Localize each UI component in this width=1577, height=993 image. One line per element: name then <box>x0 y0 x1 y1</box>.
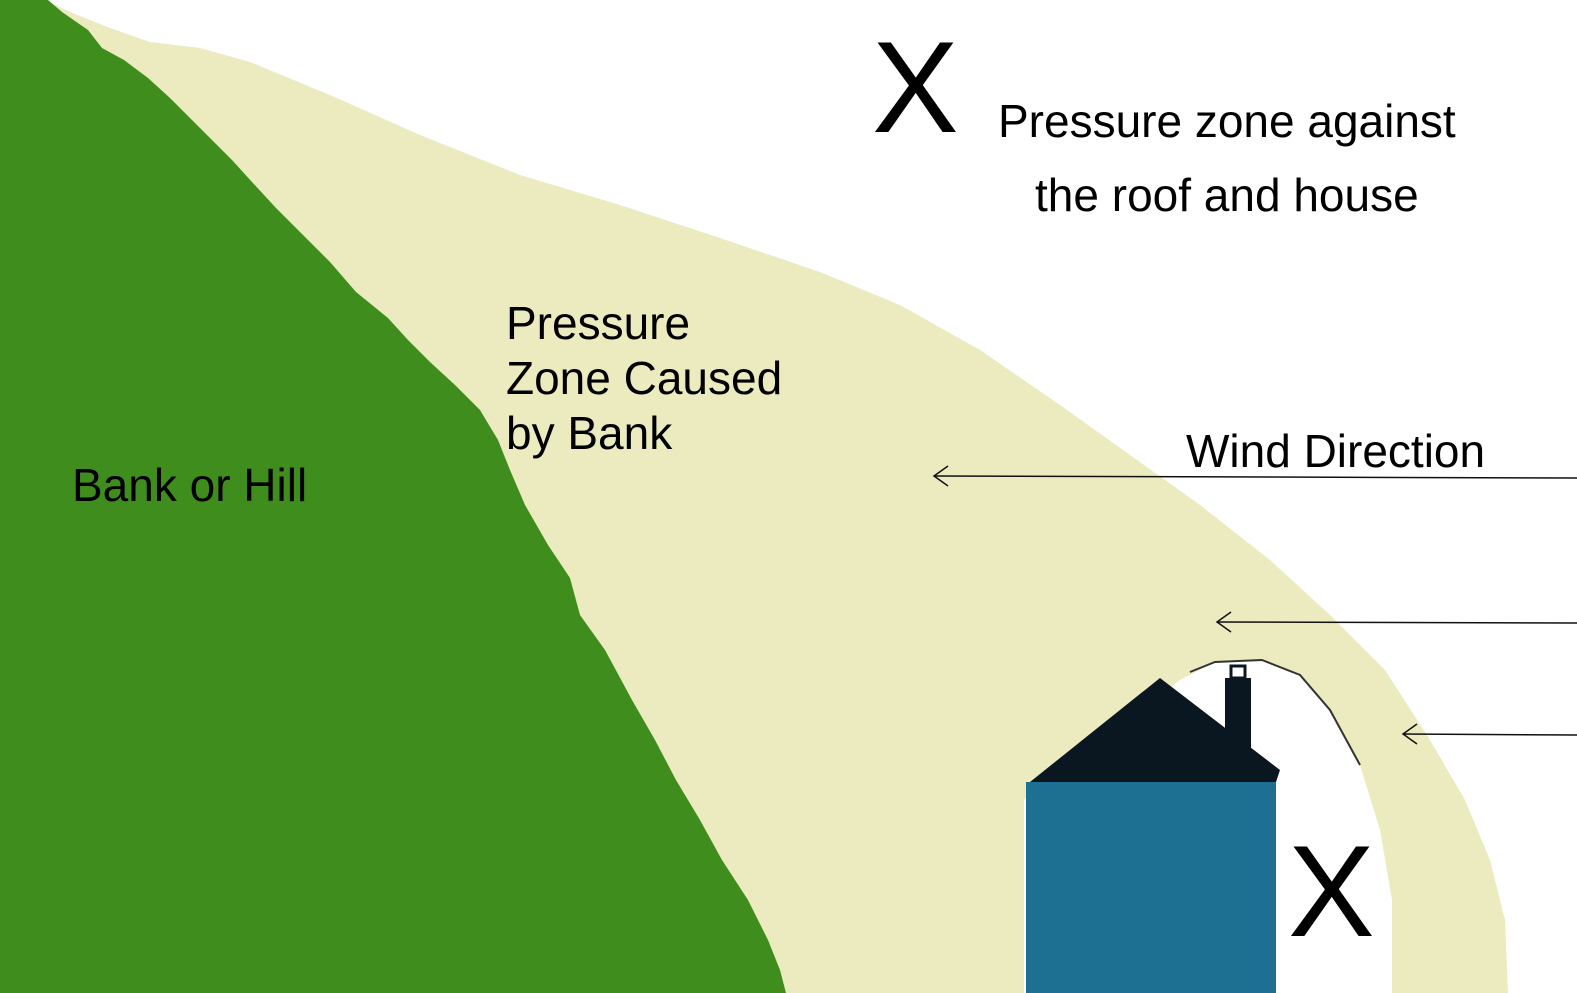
house-chimney <box>1225 678 1251 770</box>
bank-label: Bank or Hill <box>72 458 307 512</box>
legend-text: Pressure zone against the roof and house <box>998 84 1456 232</box>
wind-direction-label: Wind Direction <box>1186 424 1485 478</box>
house-wall <box>1026 782 1276 993</box>
pressure-zone-label: Pressure Zone Caused by Bank <box>506 296 782 461</box>
legend-x-marker: X <box>872 22 959 152</box>
house-pressure-x-marker: X <box>1288 826 1375 956</box>
